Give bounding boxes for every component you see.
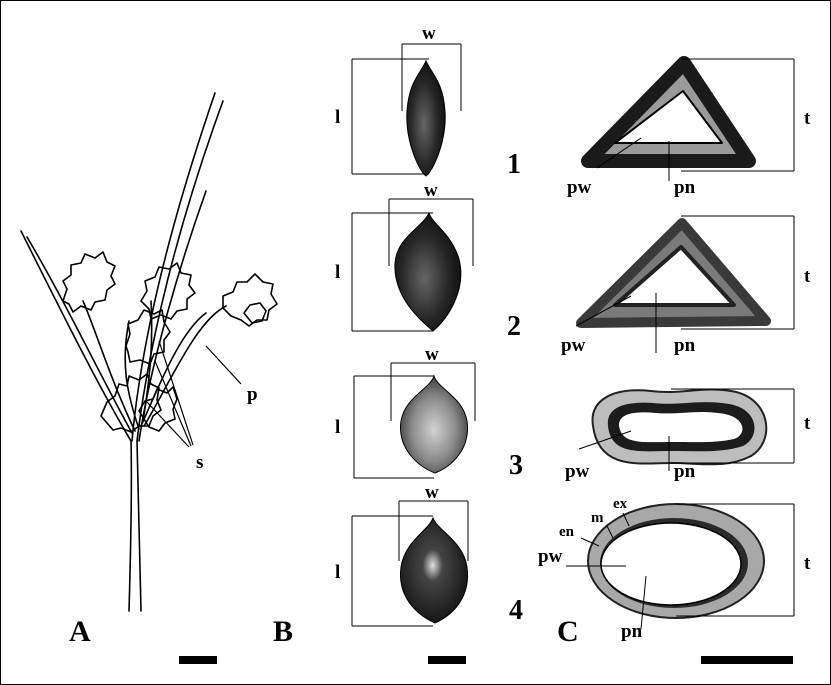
section-2-pw-label: pw: [561, 335, 586, 356]
seed-3: [354, 363, 475, 478]
plant-pointers: [146, 341, 241, 447]
seed-2: [352, 199, 473, 331]
section-4-pn-label: pn: [621, 621, 643, 642]
seed-2-width-label: w: [424, 180, 438, 201]
scale-bar-c: [701, 656, 793, 664]
seed-3-length-label: l: [335, 417, 340, 438]
label-spikelet: s: [196, 452, 203, 473]
section-4-en-label: en: [559, 524, 575, 540]
seed-1-length-label: l: [335, 107, 340, 128]
seed-column: [352, 44, 475, 626]
section-3-pn-label: pn: [674, 461, 696, 482]
seed-4: [352, 501, 468, 626]
section-3-thickness-label: t: [804, 413, 811, 434]
section-3-pw-label: pw: [565, 461, 590, 482]
plant-illustration: [21, 93, 277, 611]
seed-2-length-label: l: [335, 262, 340, 283]
seed-4-length-label: l: [335, 562, 340, 583]
section-1-pw-label: pw: [567, 177, 592, 198]
section-4-m-label: m: [591, 510, 604, 526]
cross-section-2: [576, 216, 794, 353]
label-peduncle: p: [247, 384, 258, 405]
section-4-thickness-label: t: [804, 553, 811, 574]
row-number-3: 3: [509, 450, 523, 481]
panel-label-b: B: [273, 615, 293, 648]
seed-4-width-label: w: [425, 482, 439, 503]
section-1-thickness-label: t: [804, 108, 811, 129]
seed-1-width-label: w: [422, 23, 436, 44]
panel-label-a: A: [69, 615, 91, 648]
cross-section-1: [588, 59, 794, 181]
row-number-4: 4: [509, 595, 523, 626]
seed-3-width-label: w: [425, 344, 439, 365]
section-4-ex-label: ex: [613, 496, 628, 512]
cross-section-3: [579, 389, 794, 471]
row-number-2: 2: [507, 311, 521, 342]
row-number-1: 1: [507, 149, 521, 180]
section-1-pn-label: pn: [674, 177, 696, 198]
section-2-pn-label: pn: [674, 335, 696, 356]
section-2-thickness-label: t: [804, 266, 811, 287]
panel-label-c: C: [557, 615, 579, 648]
scale-bar-a: [179, 656, 217, 664]
scale-bar-b: [428, 656, 466, 664]
seed-1: [352, 44, 461, 176]
section-4-pw-label: pw: [538, 546, 563, 567]
